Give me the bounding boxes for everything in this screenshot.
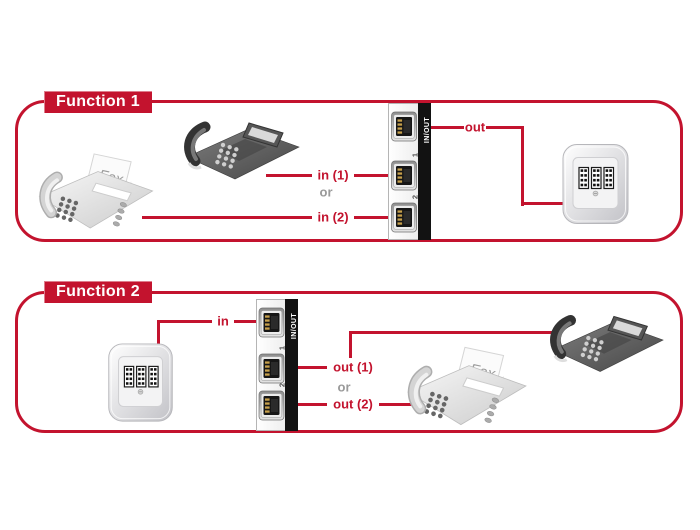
port-1-label: 1 (278, 346, 287, 350)
wall-socket-icon (108, 343, 173, 422)
connector-fax-to-in2 (142, 215, 312, 219)
socket-slot (136, 365, 147, 388)
port-1-label: 1 (411, 153, 420, 157)
connector-out-to-socket (521, 202, 564, 205)
label-in-2: in (2) (317, 209, 349, 225)
label-or-2: or (337, 379, 351, 395)
connector-phone-to-in1 (266, 173, 312, 177)
rj11-port-2 (258, 390, 285, 421)
connector-out1-up (349, 331, 352, 358)
splitter-icon: IN/OUT 1 2 (256, 299, 298, 431)
rj11-port-2 (391, 202, 417, 233)
port-inout-label: IN/OUT (424, 117, 431, 143)
socket-slot (148, 365, 159, 388)
phone-handset (550, 314, 577, 360)
connector-out1-to-phone (349, 330, 558, 334)
connector-socket-to-in (157, 320, 212, 323)
label-in: in (217, 313, 229, 329)
function2-title-badge: Function 2 (44, 281, 152, 303)
connector-in2-to-port2 (354, 215, 389, 219)
connector-socket-up (157, 320, 160, 345)
socket-slot (590, 166, 602, 190)
phone-icon (550, 314, 664, 372)
connector-in-to-device (234, 320, 257, 323)
function2-panel (15, 291, 683, 433)
label-in-1: in (1) (317, 167, 349, 183)
rj11-port-1 (258, 353, 285, 384)
splitter-icon: IN/OUT 1 2 (388, 103, 431, 240)
wall-socket-icon (562, 144, 629, 224)
connector-out-right (486, 125, 524, 129)
function1-title-badge: Function 1 (44, 91, 152, 113)
port-inout-label: IN/OUT (291, 313, 298, 339)
connector-port1-to-out1 (297, 365, 327, 369)
socket-slot (603, 166, 615, 190)
connector-out-down (521, 125, 524, 206)
label-out-2: out (2) (333, 396, 373, 412)
phone-handset (184, 121, 211, 167)
socket-slot (123, 365, 135, 388)
fax-icon: Fax (38, 153, 154, 229)
label-out-1: out (1) (333, 359, 373, 375)
rj11-port-inout (258, 307, 285, 338)
fax-icon: Fax (407, 346, 527, 426)
connector-device-to-out (430, 125, 464, 129)
port-2-label: 2 (278, 383, 287, 387)
label-or-1: or (319, 184, 333, 200)
port-2-label: 2 (411, 195, 420, 199)
connector-out2-to-fax (379, 402, 413, 406)
socket-slot (578, 166, 590, 190)
connector-in1-to-port1 (354, 173, 389, 177)
connector-port2-to-out2 (297, 402, 327, 406)
phone-icon (184, 121, 300, 180)
function1-panel (15, 100, 683, 242)
rj11-port-1 (391, 160, 417, 191)
label-out: out (464, 119, 486, 135)
rj11-port-inout (391, 111, 417, 142)
